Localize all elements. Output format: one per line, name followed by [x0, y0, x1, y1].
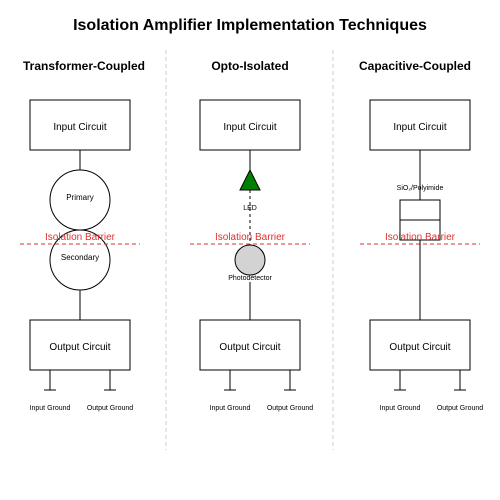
output-circuit-box: [199, 319, 301, 371]
primary-coil-label: Primary: [66, 193, 94, 202]
photodetector-icon: [234, 244, 266, 276]
output-ground-symbol: [100, 369, 120, 391]
column-opto-isolated: Opto-Isolated Input Circuit LED Isolatio…: [190, 59, 313, 412]
isolation-barrier-label: Isolation Barrier: [215, 232, 286, 243]
input-circuit-label: Input Circuit: [393, 122, 447, 133]
column-title-transformer: Transformer-Coupled: [23, 59, 145, 73]
isolation-barrier-label: Isolation Barrier: [45, 232, 116, 243]
output-circuit-box: [29, 319, 131, 371]
input-ground-label: Input Ground: [210, 405, 251, 412]
output-circuit-box: [369, 319, 471, 371]
output-ground-label: Output Ground: [87, 405, 133, 412]
diagram-title: Isolation Amplifier Implementation Techn…: [73, 17, 427, 34]
output-circuit-label: Output Circuit: [219, 342, 280, 353]
input-ground-symbol: [390, 369, 410, 391]
output-ground-label: Output Ground: [437, 405, 483, 412]
output-circuit-label: Output Circuit: [389, 342, 450, 353]
column-transformer-coupled: Transformer-Coupled Input Circuit Primar…: [20, 59, 145, 412]
column-capacitive-coupled: Capacitive-Coupled Input Circuit SiO₂/Po…: [359, 59, 483, 412]
output-ground-symbol: [280, 369, 300, 391]
column-title-opto: Opto-Isolated: [211, 59, 288, 73]
output-ground-label: Output Ground: [267, 405, 313, 412]
input-ground-symbol: [220, 369, 240, 391]
output-circuit-label: Output Circuit: [49, 342, 110, 353]
isolation-barrier-label: Isolation Barrier: [385, 232, 456, 243]
input-ground-symbol: [40, 369, 60, 391]
input-circuit-label: Input Circuit: [53, 122, 107, 133]
led-triangle-icon: [239, 168, 261, 191]
input-circuit-box: [369, 99, 471, 151]
input-ground-label: Input Ground: [30, 405, 71, 412]
photodetector-label: Photodetector: [228, 275, 272, 282]
input-circuit-label: Input Circuit: [223, 122, 277, 133]
column-title-capacitive: Capacitive-Coupled: [359, 59, 471, 73]
dielectric-label: SiO₂/Polyimide: [397, 185, 444, 192]
secondary-coil-label: Secondary: [61, 253, 99, 262]
input-ground-label: Input Ground: [380, 405, 421, 412]
output-ground-symbol: [450, 369, 470, 391]
